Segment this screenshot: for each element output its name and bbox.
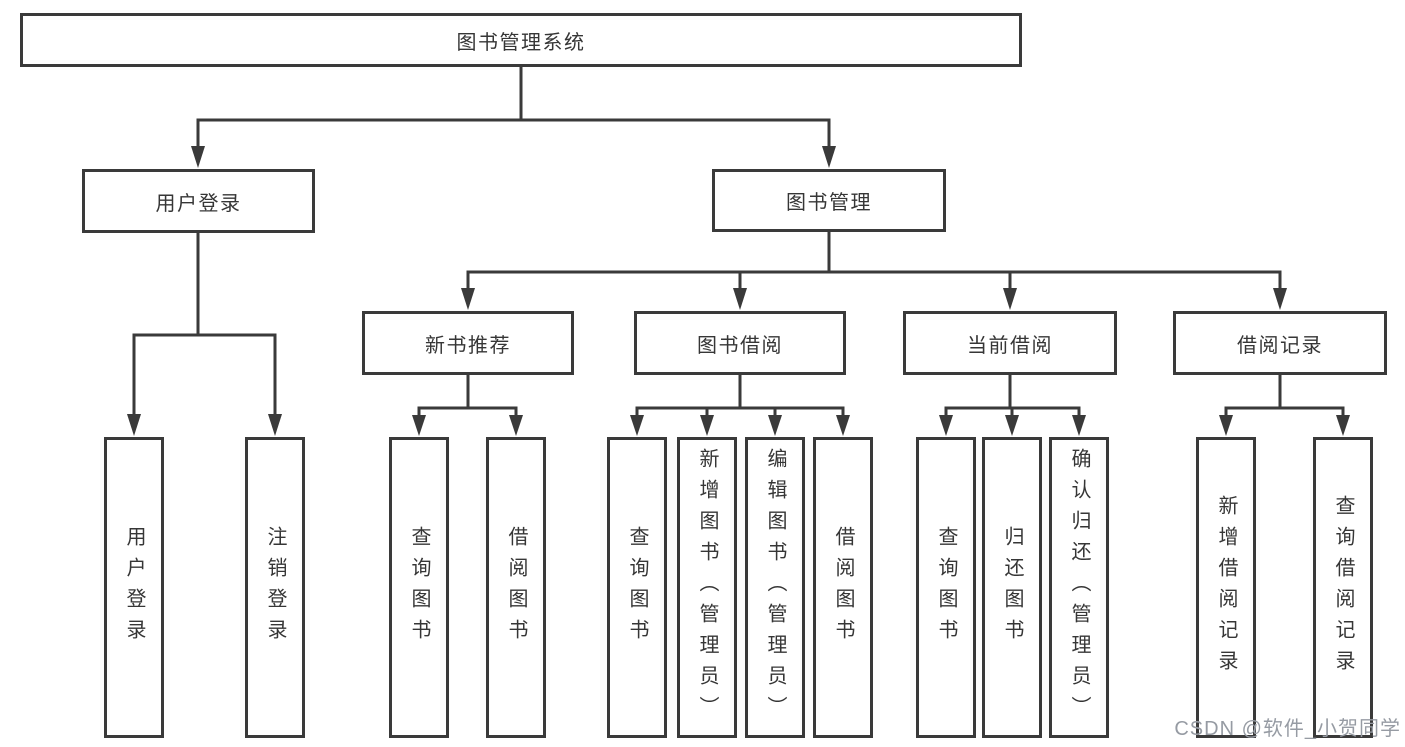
leaf-borrow-books-recommend-label: 借阅图书 — [505, 525, 527, 650]
node-root-label: 图书管理系统 — [456, 31, 586, 54]
leaf-query-borrow-record-label: 查询借阅记录 — [1332, 494, 1354, 681]
node-user-login-label: 用户登录 — [155, 192, 242, 215]
node-borrowing-records: 借阅记录 — [1173, 311, 1387, 375]
leaf-user-login: 用户登录 — [104, 437, 164, 738]
leaf-borrow-books-recommend: 借阅图书 — [486, 437, 546, 738]
watermark: CSDN @软件_小贺同学 — [1174, 718, 1401, 740]
leaf-add-books-admin-label: 新增图书（管理员） — [696, 448, 718, 727]
leaf-logout-label: 注销登录 — [264, 525, 286, 650]
node-current-borrowing-label: 当前借阅 — [967, 334, 1053, 357]
leaf-query-books-current: 查询图书 — [916, 437, 976, 738]
leaf-borrow-books: 借阅图书 — [813, 437, 873, 738]
node-root: 图书管理系统 — [20, 13, 1022, 67]
node-new-book-recommendation: 新书推荐 — [362, 311, 574, 375]
node-current-borrowing: 当前借阅 — [903, 311, 1117, 375]
leaf-add-books-admin: 新增图书（管理员） — [677, 437, 737, 738]
leaf-user-login-label: 用户登录 — [123, 525, 145, 650]
leaf-query-books-borrow-label: 查询图书 — [626, 525, 648, 650]
node-book-management-label: 图书管理 — [786, 192, 872, 214]
leaf-return-books: 归还图书 — [982, 437, 1042, 738]
node-book-management: 图书管理 — [712, 169, 946, 232]
leaf-confirm-return-admin-label: 确认归还（管理员） — [1068, 448, 1090, 727]
leaf-query-books-borrow: 查询图书 — [607, 437, 667, 738]
leaf-add-borrow-record: 新增借阅记录 — [1196, 437, 1256, 738]
leaf-logout: 注销登录 — [245, 437, 305, 738]
leaf-return-books-label: 归还图书 — [1001, 525, 1023, 650]
leaf-borrow-books-label: 借阅图书 — [832, 525, 854, 650]
leaf-edit-books-admin-label: 编辑图书（管理员） — [764, 448, 786, 727]
leaf-query-borrow-record: 查询借阅记录 — [1313, 437, 1373, 738]
leaf-query-books-current-label: 查询图书 — [935, 525, 957, 650]
leaf-edit-books-admin: 编辑图书（管理员） — [745, 437, 805, 738]
node-user-login: 用户登录 — [82, 169, 315, 233]
node-new-book-recommendation-label: 新书推荐 — [425, 334, 511, 357]
node-book-borrowing-label: 图书借阅 — [697, 334, 783, 357]
node-book-borrowing: 图书借阅 — [634, 311, 846, 375]
leaf-add-borrow-record-label: 新增借阅记录 — [1215, 494, 1237, 681]
leaf-query-books-recommend-label: 查询图书 — [408, 525, 430, 650]
leaf-confirm-return-admin: 确认归还（管理员） — [1049, 437, 1109, 738]
leaf-query-books-recommend: 查询图书 — [389, 437, 449, 738]
node-borrowing-records-label: 借阅记录 — [1237, 334, 1323, 357]
